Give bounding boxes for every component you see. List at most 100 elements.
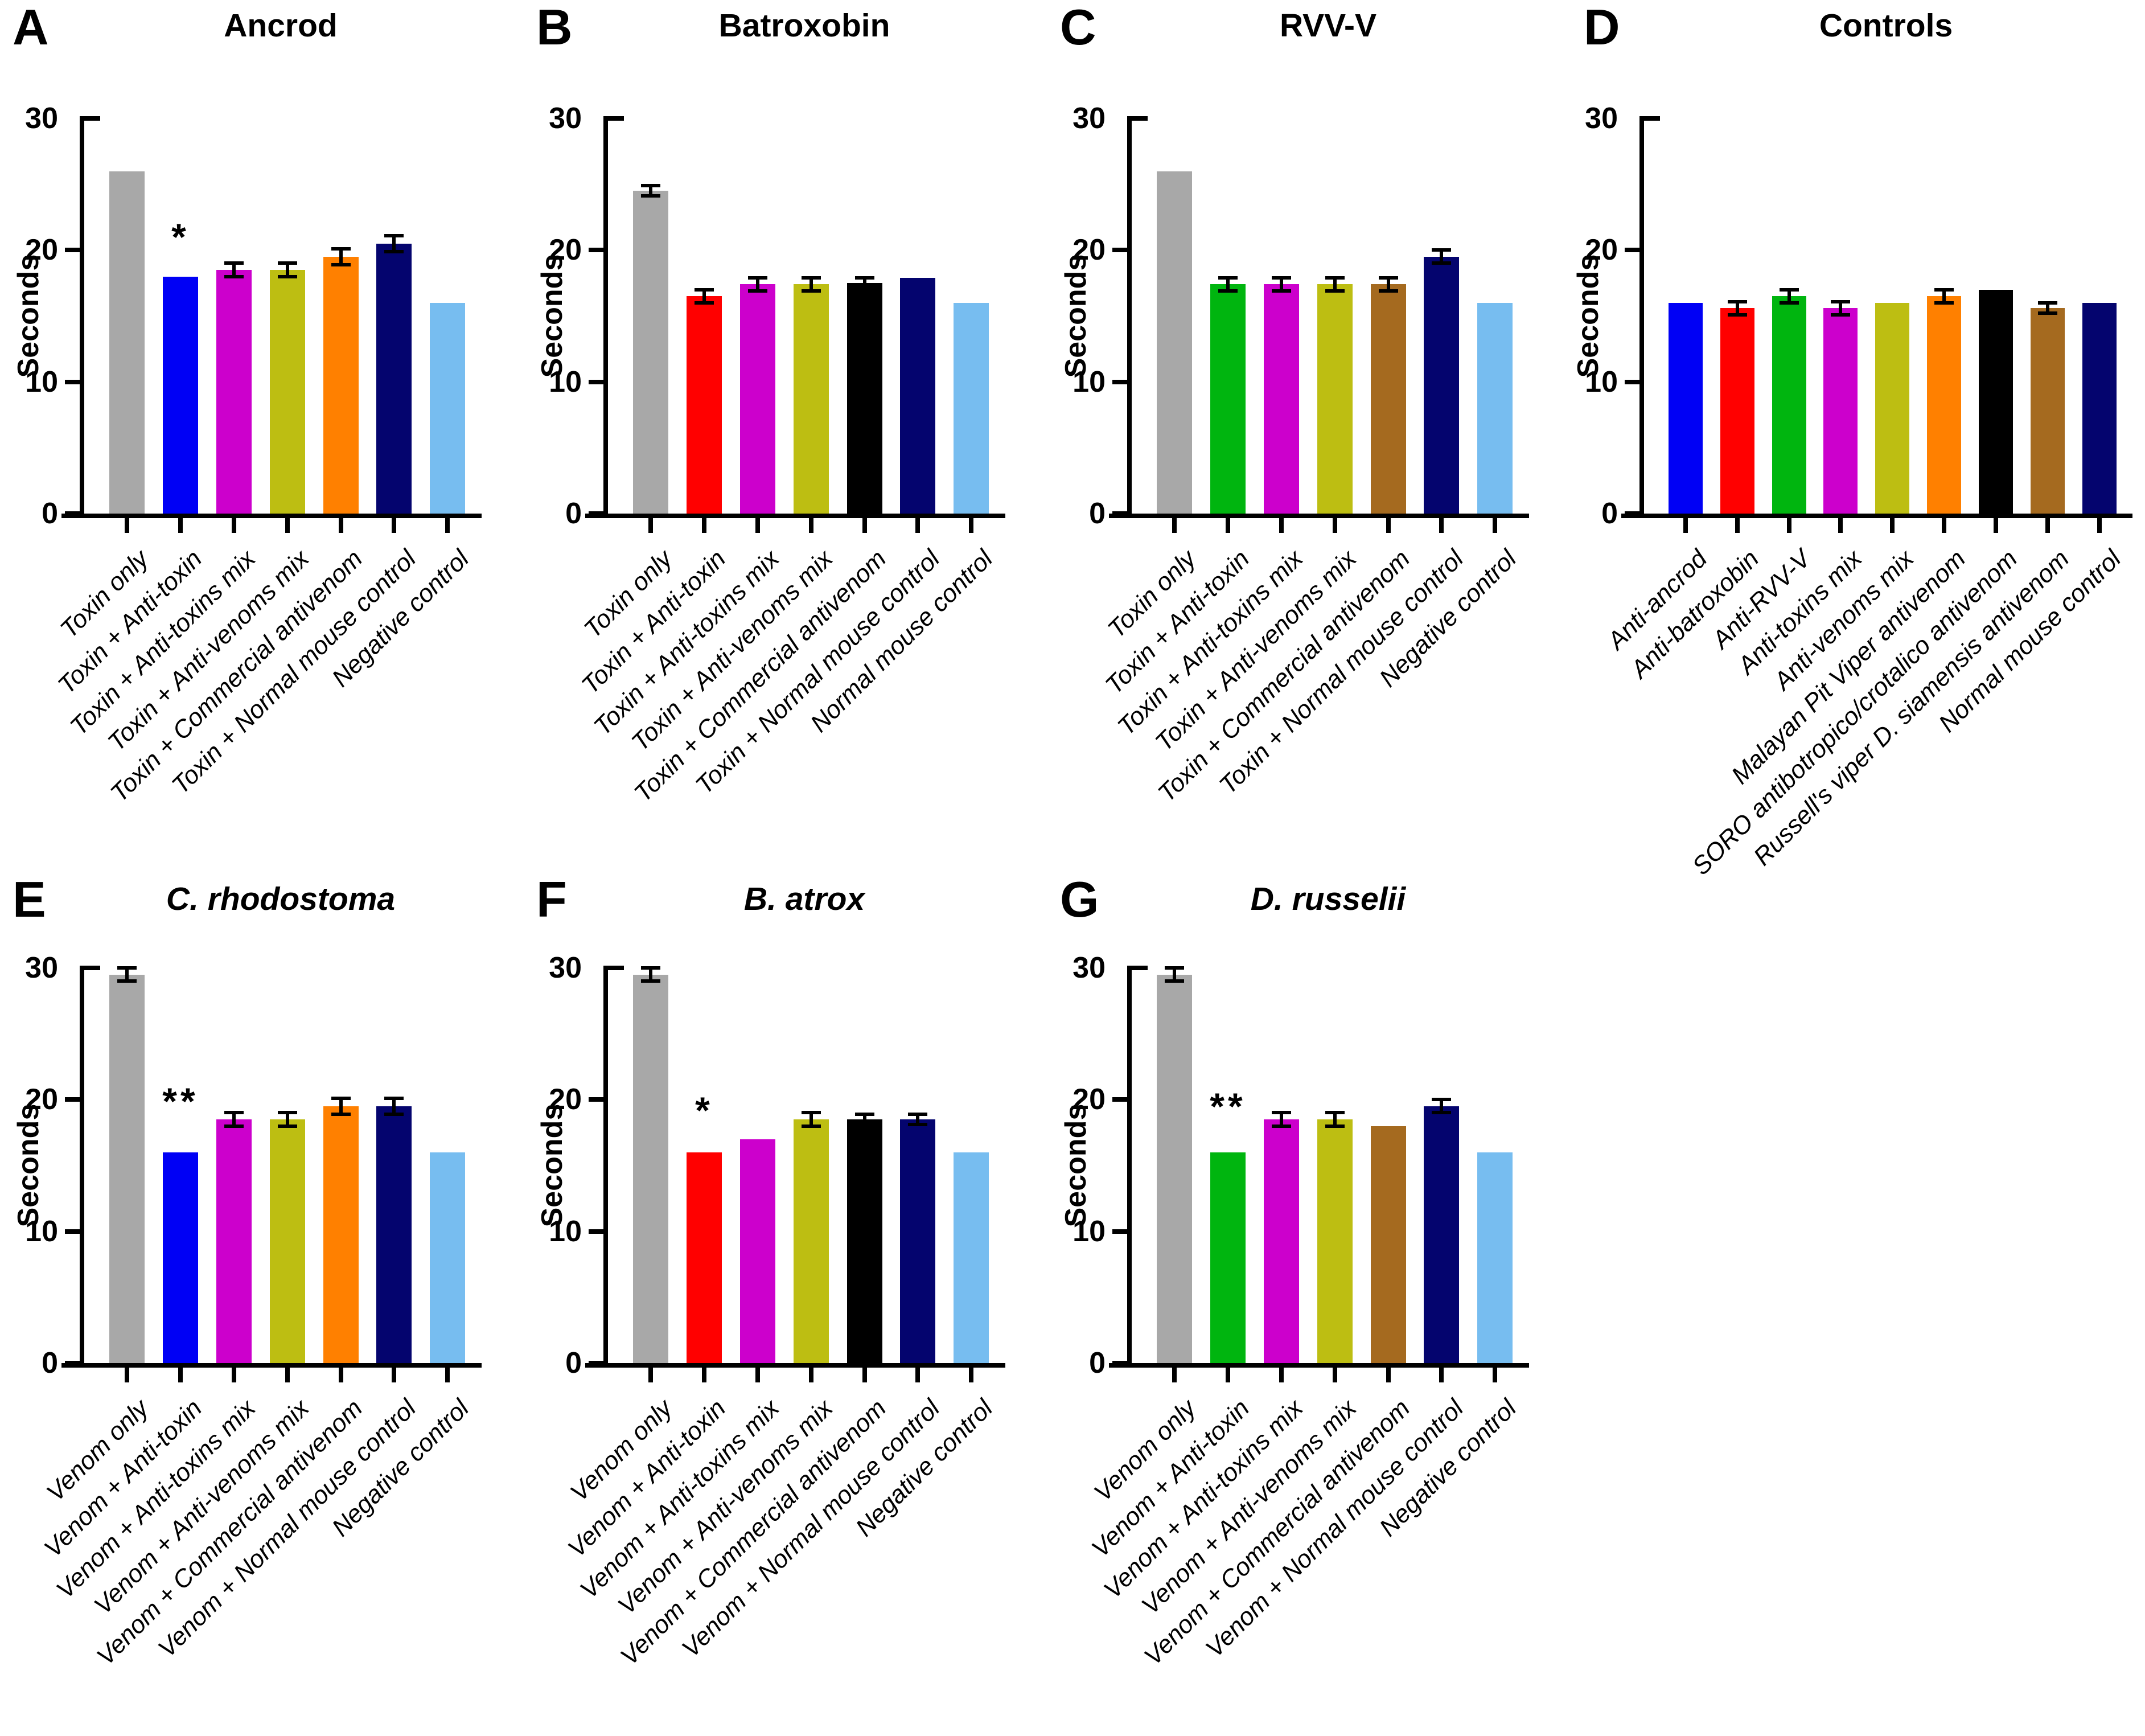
bar	[900, 277, 935, 514]
error-bar-cap	[641, 183, 661, 187]
error-bar	[1173, 968, 1177, 982]
error-bar-cap	[641, 966, 661, 970]
error-bar-cap	[224, 274, 244, 278]
y-axis-tick	[589, 248, 603, 253]
bar	[1157, 974, 1192, 1363]
error-bar	[916, 1114, 920, 1125]
x-axis-tick	[445, 1368, 450, 1382]
y-axis-tick	[1644, 116, 1660, 121]
error-bar-cap	[1934, 301, 1954, 305]
panel-title: Ancrod	[224, 7, 338, 44]
error-bar	[125, 968, 129, 982]
x-axis	[1621, 514, 2132, 518]
bar	[109, 171, 145, 514]
y-tick-label: 30	[549, 951, 582, 984]
bar	[1371, 284, 1406, 514]
bar	[323, 256, 359, 514]
bar	[376, 1106, 412, 1363]
y-axis-tick	[1112, 1229, 1127, 1234]
bar	[376, 243, 412, 514]
error-bar-cap	[117, 966, 137, 970]
significance-marker: *	[695, 1089, 713, 1131]
error-bar	[285, 263, 289, 277]
x-axis-tick	[969, 518, 974, 533]
bar	[2031, 308, 2065, 514]
x-axis-tick	[1493, 518, 1498, 533]
error-bar-cap	[1325, 1111, 1345, 1115]
bar	[1210, 1152, 1246, 1363]
x-axis-tick	[1172, 1368, 1177, 1382]
x-axis-tick	[1890, 518, 1895, 533]
x-axis-tick	[701, 1368, 706, 1382]
y-axis-tick	[589, 1361, 603, 1365]
error-bar-cap	[801, 1111, 821, 1115]
bar	[1979, 289, 2013, 514]
x-axis	[61, 514, 482, 518]
y-axis	[80, 966, 84, 1368]
error-bar-cap	[908, 1123, 928, 1127]
y-tick-label: 20	[1072, 233, 1106, 267]
x-axis-tick	[392, 1368, 397, 1382]
bar	[1371, 1126, 1406, 1363]
y-axis-tick	[65, 1229, 80, 1234]
y-axis-tick	[65, 248, 80, 253]
bar	[633, 974, 668, 1363]
bar	[687, 296, 722, 514]
panel-letter: B	[536, 0, 573, 55]
error-bar-cap	[384, 1112, 404, 1116]
x-axis-tick	[285, 518, 290, 533]
error-bar-cap	[854, 286, 874, 290]
x-axis-tick	[445, 518, 450, 533]
y-axis-tick	[65, 511, 80, 516]
x-axis-tick	[125, 1368, 130, 1382]
panel-letter: C	[1060, 0, 1096, 55]
error-bar-cap	[277, 274, 297, 278]
bar	[163, 276, 198, 514]
error-bar-cap	[1271, 276, 1291, 280]
x-axis-tick	[1994, 518, 1999, 533]
error-bar	[232, 263, 236, 277]
bar	[1772, 296, 1806, 514]
bar	[1823, 308, 1858, 514]
bar	[109, 974, 145, 1363]
x-axis-tick	[1735, 518, 1740, 533]
x-axis-tick	[1172, 518, 1177, 533]
x-axis	[1109, 1363, 1529, 1368]
bar	[847, 283, 882, 514]
bar	[1424, 1106, 1459, 1363]
error-bar-cap	[224, 261, 244, 265]
y-axis	[1127, 966, 1132, 1368]
y-tick-label: 10	[549, 1214, 582, 1248]
bar	[1477, 302, 1513, 514]
bar	[1477, 1152, 1513, 1363]
error-bar	[285, 1113, 289, 1126]
error-bar-cap	[1432, 1111, 1452, 1115]
error-bar	[1440, 250, 1444, 264]
error-bar-cap	[1271, 289, 1291, 293]
y-axis-tick	[65, 379, 80, 384]
y-axis-tick	[84, 116, 100, 121]
error-bar-cap	[854, 276, 874, 280]
y-axis-tick	[1112, 379, 1127, 384]
x-axis-tick	[1493, 1368, 1498, 1382]
y-tick-label: 10	[1072, 365, 1106, 399]
y-tick-label: 0	[1089, 497, 1106, 530]
error-bar-cap	[801, 276, 821, 280]
y-axis-tick	[1132, 116, 1148, 121]
y-axis-tick	[1625, 379, 1639, 384]
error-bar	[1735, 301, 1739, 315]
x-axis-tick	[392, 518, 397, 533]
error-bar-cap	[747, 276, 767, 280]
error-bar	[1333, 277, 1337, 292]
x-axis-tick	[969, 1368, 974, 1382]
error-bar-cap	[694, 301, 714, 305]
x-axis-tick	[1439, 1368, 1444, 1382]
y-tick-label: 0	[42, 497, 58, 530]
panel-letter: F	[536, 871, 567, 927]
y-tick-label: 30	[25, 102, 58, 135]
error-bar	[649, 968, 653, 982]
y-axis-tick	[1112, 1097, 1127, 1102]
